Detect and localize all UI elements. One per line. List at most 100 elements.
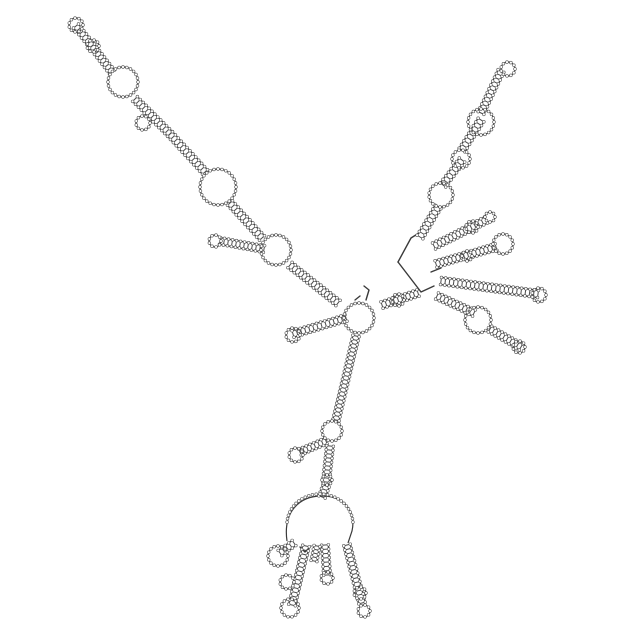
nucleotide	[415, 233, 419, 237]
nucleotide	[272, 563, 276, 567]
nucleotide	[249, 248, 254, 252]
nucleotide	[505, 74, 509, 78]
nucleotide	[451, 298, 455, 302]
nucleotide	[113, 67, 118, 71]
nucleotide	[456, 236, 460, 240]
nucleotide	[322, 492, 326, 496]
nucleotide	[237, 246, 242, 250]
nucleotide	[466, 120, 470, 124]
nucleotide	[364, 303, 369, 307]
nucleotide	[476, 116, 480, 120]
nucleotide	[346, 353, 350, 357]
nucleotide	[362, 595, 367, 599]
nucleotide	[445, 255, 449, 260]
nucleotide	[304, 557, 309, 562]
nucleotide	[486, 310, 491, 315]
nucleotide	[474, 120, 478, 124]
nucleotide	[131, 69, 136, 74]
nucleotide	[294, 543, 298, 548]
nucleotide	[493, 89, 497, 94]
nucleotide	[467, 142, 472, 147]
nucleotide	[484, 211, 489, 216]
nucleotide	[299, 547, 304, 552]
nucleotide	[427, 225, 432, 230]
nucleotide	[488, 210, 492, 214]
nucleotide	[297, 459, 301, 464]
nucleotide	[316, 328, 321, 332]
nucleotide	[338, 385, 343, 389]
nucleotide	[514, 340, 518, 344]
nucleotide	[270, 262, 274, 267]
nucleotide	[216, 167, 220, 171]
nucleotide	[427, 195, 431, 199]
nucleotide	[217, 243, 222, 247]
nucleotide	[292, 580, 296, 584]
nucleotide	[483, 132, 487, 137]
linker	[430, 267, 442, 273]
nucleotide	[279, 606, 283, 610]
nucleotide	[359, 597, 363, 601]
nucleotide	[490, 79, 495, 83]
nucleotide	[314, 321, 319, 326]
nucleotide	[88, 39, 92, 43]
nucleotide	[253, 249, 258, 253]
nucleotide	[383, 298, 387, 303]
nucleotide	[494, 71, 498, 76]
nucleotide	[353, 563, 358, 567]
helix-strand	[338, 336, 360, 422]
nucleotide	[314, 492, 318, 496]
nucleotide	[290, 546, 295, 550]
nucleotide	[344, 308, 348, 313]
nucleotide	[436, 291, 441, 295]
nucleotide	[85, 42, 90, 46]
nucleotide	[298, 583, 303, 587]
nucleotide	[314, 446, 318, 451]
nucleotide	[326, 489, 330, 493]
nucleotide	[274, 263, 278, 267]
nucleotide	[280, 563, 284, 567]
nucleotide	[315, 556, 320, 560]
nucleotide	[330, 419, 334, 423]
nucleotide	[515, 285, 520, 290]
nucleotide	[468, 127, 473, 132]
nucleotide	[320, 429, 324, 433]
nucleotide	[82, 28, 86, 33]
nucleotide	[293, 599, 298, 603]
nucleotide	[479, 217, 483, 221]
nucleotide	[301, 453, 305, 457]
nucleotide	[511, 343, 516, 347]
nucleotide	[250, 241, 255, 246]
nucleotide	[352, 589, 357, 593]
nucleotide	[323, 455, 327, 460]
nucleotide	[438, 282, 443, 287]
nucleotide	[326, 547, 331, 551]
nucleotide	[352, 559, 357, 563]
nucleotide	[348, 371, 353, 375]
nucleotide	[319, 574, 324, 578]
nucleotide	[245, 247, 250, 252]
nucleotide	[493, 290, 498, 294]
nucleotide	[465, 279, 469, 283]
nucleotide	[437, 257, 441, 262]
linker	[354, 295, 361, 301]
nucleotide	[237, 216, 241, 220]
nucleotide	[494, 249, 498, 253]
nucleotide	[337, 422, 341, 426]
nucleotide	[521, 349, 526, 353]
nucleotide	[523, 345, 527, 349]
nucleotide	[462, 138, 466, 143]
nucleotide	[364, 329, 369, 333]
nucleotide	[492, 238, 496, 242]
nucleotide	[296, 560, 301, 564]
nucleotide	[483, 215, 487, 219]
nucleotide	[310, 322, 315, 327]
nucleotide	[270, 233, 274, 238]
nucleotide	[493, 326, 497, 330]
nucleotide	[296, 602, 300, 606]
nucleotide	[296, 610, 300, 614]
nucleotide	[200, 177, 204, 181]
nucleotide	[456, 307, 460, 311]
nucleotide	[259, 252, 264, 256]
nucleotide	[523, 294, 527, 298]
nucleotide	[465, 249, 469, 253]
